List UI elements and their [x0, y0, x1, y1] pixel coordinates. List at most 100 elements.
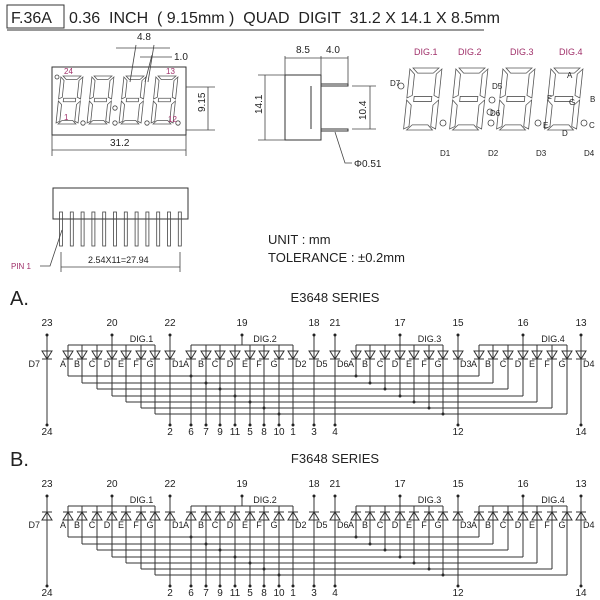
dig3-label: DIG.3	[510, 47, 534, 57]
pin-dot	[45, 423, 49, 427]
diode-triangle	[308, 511, 320, 521]
series-letter: B.	[10, 449, 29, 471]
pin-dot	[262, 423, 266, 427]
digit-label: DIG.2	[253, 334, 277, 344]
segment-e	[544, 99, 553, 130]
decimal-point	[487, 119, 495, 127]
segment-f	[153, 76, 160, 100]
top-pin-label: 21	[329, 479, 341, 490]
digit-label: DIG.3	[418, 334, 442, 344]
segment-label: G	[270, 359, 277, 369]
segment-pin-label: 9	[217, 588, 223, 599]
segment-label: D	[104, 520, 111, 530]
pin-dot	[579, 584, 583, 588]
part-code: F.36A	[11, 10, 52, 27]
segment-label: C	[377, 359, 384, 369]
segment-label: E	[242, 359, 248, 369]
segment-label: F	[133, 359, 139, 369]
segment-label: C	[89, 359, 96, 369]
segment-label: E	[529, 359, 535, 369]
pin-label-1: 1	[64, 113, 69, 122]
segment-label: F	[256, 359, 262, 369]
segment-c	[105, 100, 112, 124]
decimal-point	[580, 119, 588, 127]
bottom-pin-label: 4	[332, 588, 338, 599]
digit-label: DIG.3	[418, 495, 442, 505]
segment-label: A	[471, 520, 477, 530]
pin	[91, 211, 96, 247]
dim-pin-pitch: 2.54X11=27.94	[88, 255, 149, 265]
bottom-pin-label: 1	[290, 427, 296, 438]
diode-triangle	[287, 511, 299, 521]
segment-label: A	[471, 359, 477, 369]
segment-d	[405, 124, 434, 131]
decimal-point	[144, 120, 150, 126]
segment-a	[125, 75, 145, 80]
segment-label: D	[227, 359, 234, 369]
pin-dot	[521, 333, 525, 337]
segment-c	[137, 100, 144, 124]
dp-diode	[452, 350, 464, 360]
pin-dot	[277, 584, 281, 588]
front-view: 24 13 1 12 9.15 31.2 4.8 1.0	[51, 32, 215, 156]
diode-triangle	[308, 350, 320, 360]
segment-b	[479, 68, 489, 99]
decimal-point	[54, 74, 60, 80]
front-digit	[86, 75, 115, 125]
diode-triangle	[329, 511, 341, 521]
segment-label: G	[270, 520, 277, 530]
pin-dot	[189, 423, 193, 427]
segment-f	[547, 68, 556, 99]
segment-label: D	[515, 520, 522, 530]
label-a: A	[567, 71, 573, 80]
series-title: F3648 SERIES	[291, 451, 379, 466]
segment-f	[406, 68, 415, 99]
dp-label: D5	[316, 520, 328, 530]
segment-label: G	[146, 359, 153, 369]
dp-diode	[41, 350, 53, 360]
top-pin-label: 18	[308, 479, 320, 490]
dim-width: 31.2	[110, 138, 130, 149]
pin-dot	[398, 494, 402, 498]
label-d5: D5	[492, 82, 503, 91]
dim-height: 14.1	[254, 94, 265, 114]
segment-c	[523, 99, 533, 130]
pin-dot	[45, 333, 49, 337]
dig1-label: DIG.1	[414, 47, 438, 57]
part-code-box	[6, 4, 65, 29]
dp-label: D2	[295, 359, 307, 369]
label-d: D	[562, 129, 568, 138]
pin-dot	[248, 423, 252, 427]
digit-label: DIG.4	[541, 334, 565, 344]
segment-c	[430, 99, 440, 130]
pin	[123, 211, 128, 247]
top-pin-label: 15	[452, 479, 464, 490]
segment-label: G	[434, 359, 441, 369]
bottom-view: PIN 1 2.54X11=27.94	[11, 187, 189, 272]
segment-g	[62, 97, 77, 103]
segment-b	[433, 68, 443, 99]
unit-note: UNIT : mm	[268, 232, 331, 247]
segment-b	[574, 68, 584, 99]
segment-a	[157, 75, 177, 80]
segment-pin-label: 7	[203, 588, 209, 599]
dp-diode	[41, 511, 53, 521]
segment-e	[55, 100, 62, 124]
label-b: B	[590, 95, 595, 104]
segment-d	[498, 124, 527, 131]
pin-dot	[333, 494, 337, 498]
dp-diode	[452, 511, 464, 521]
segment-label: D	[227, 520, 234, 530]
dp-label: D4	[583, 520, 595, 530]
pin-dot	[45, 494, 49, 498]
label-d7: D7	[390, 79, 401, 88]
display-digit	[449, 67, 489, 131]
segment-e	[449, 99, 458, 130]
pin-dot	[204, 423, 208, 427]
segment-label: E	[406, 520, 412, 530]
pin-dot	[456, 494, 460, 498]
decimal-point	[534, 119, 542, 127]
segment-label: B	[198, 359, 204, 369]
